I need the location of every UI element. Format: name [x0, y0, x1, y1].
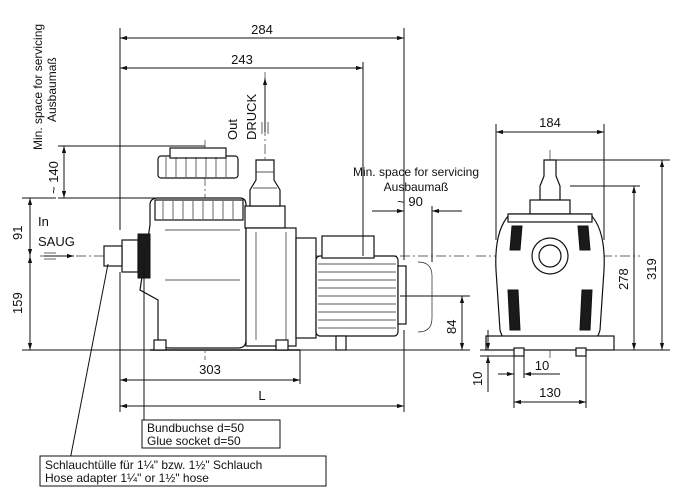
note-hose-en: Hose adapter 1¼" or 1½" hose — [45, 471, 209, 485]
min-space-right-en: Min. space for servicing — [353, 165, 479, 179]
inlet-socket — [121, 239, 139, 273]
front-lid-ring — [507, 213, 593, 223]
label-druck: DRUCK — [244, 93, 259, 140]
label-out: Out — [225, 119, 240, 140]
note-hose-adapter: Schlauchtülle für 1¼" bzw. 1½" Schlauch … — [39, 455, 327, 487]
dim-278: 278 — [616, 268, 631, 290]
label-saug: SAUG — [38, 234, 75, 249]
lid-mounted-ribs — [162, 201, 234, 219]
min-space-left-en: Min. space for servicing — [31, 24, 45, 150]
note-glue-de: Bundbuchse d=50 — [147, 421, 244, 435]
leader-hose-adapter — [69, 263, 109, 461]
dim-184: 184 — [539, 115, 561, 130]
terminal-box — [321, 235, 375, 259]
front-outlet-union — [529, 199, 571, 215]
dim-L: L — [258, 388, 265, 403]
dim-243: 243 — [231, 52, 253, 67]
lid-mounted — [154, 199, 244, 221]
front-outlet-adapter — [539, 159, 561, 201]
outlet-union — [244, 205, 286, 229]
dim-130: 130 — [539, 385, 561, 400]
dim-10-horizontal: 10 — [535, 358, 549, 373]
dim-159: 159 — [10, 292, 25, 314]
note-hose-de: Schlauchtülle für 1¼" bzw. 1½" Schlauch — [45, 458, 262, 472]
dim-319: 319 — [644, 258, 659, 280]
fan-cover-service-arc — [417, 261, 433, 333]
motor-end-cap — [397, 265, 407, 325]
dim-91: 91 — [10, 226, 25, 240]
dim-90: ~ 90 — [397, 194, 423, 209]
front-inlet-inner — [538, 244, 562, 268]
motor-fins — [318, 263, 396, 329]
dim-284: 284 — [251, 22, 273, 37]
hose-adapter — [103, 245, 123, 267]
dim-84: 84 — [444, 320, 459, 334]
dim-140: ~ 140 — [46, 161, 61, 194]
front-view: 184 278 319 10 10 130 — [470, 115, 670, 408]
min-space-left-de: Ausbaumaß — [45, 57, 59, 122]
lid-raised-ribs — [165, 157, 227, 177]
motor-flange — [295, 237, 317, 339]
min-space-right-de: Ausbaumaß — [384, 180, 449, 194]
front-base — [485, 335, 615, 351]
side-view: 284 243 ~ 140 Min. space for servicing A… — [10, 22, 479, 461]
note-glue-en: Glue socket d=50 — [147, 434, 241, 448]
lid-raised-cap — [169, 147, 227, 159]
outlet-adapter — [249, 159, 281, 207]
note-glue-socket: Bundbuchse d=50 Glue socket d=50 — [141, 419, 281, 449]
dim-10-vertical: 10 — [470, 372, 485, 386]
dim-303: 303 — [199, 362, 221, 377]
pump-volute — [245, 227, 297, 347]
label-in: In — [38, 214, 49, 229]
